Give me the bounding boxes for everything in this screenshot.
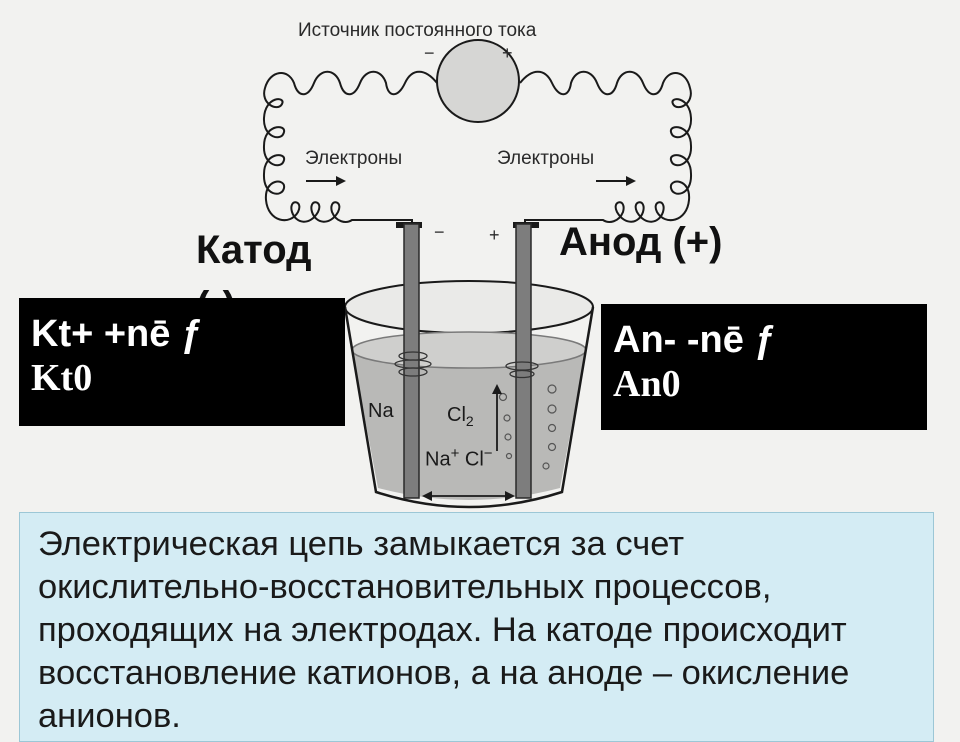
dc-source-icon bbox=[436, 39, 520, 123]
info-text: Электрическая цепь замыкается за счет ок… bbox=[38, 525, 850, 735]
cathode-equation-box: Kt+ +nē ƒ Kt0 bbox=[19, 298, 345, 426]
cl2-rise-arrow bbox=[492, 384, 502, 451]
electrode-minus-sign: − bbox=[434, 222, 445, 242]
electrons-left-label: Электроны bbox=[305, 148, 403, 169]
dc-source-label: Источник постоянного тока bbox=[298, 20, 537, 41]
ion-na-plus-symbol: Na bbox=[425, 448, 451, 471]
electrolysis-diagram bbox=[262, 39, 693, 509]
anode-label: Анод (+) bbox=[559, 220, 723, 264]
info-text-box: Электрическая цепь замыкается за счет ок… bbox=[19, 512, 934, 742]
ion-cl2-label: Cl2 bbox=[447, 405, 474, 428]
coil-wire-right bbox=[519, 70, 693, 225]
electron-arrow-left bbox=[306, 176, 346, 186]
source-plus-sign: + bbox=[502, 43, 513, 63]
cathode-equation-line2: Kt0 bbox=[31, 357, 93, 399]
anode-equation-box: An- -nē ƒ An0 bbox=[601, 304, 927, 430]
anode-equation-line2: An0 bbox=[613, 363, 681, 405]
electrons-right-label: Электроны bbox=[497, 148, 595, 169]
ion-cl2-symbol: Cl bbox=[447, 404, 466, 426]
ion-cl-minus-charge: − bbox=[483, 445, 493, 462]
ion-cl2-subscript: 2 bbox=[465, 413, 474, 429]
beaker-rim bbox=[344, 280, 594, 334]
swirl-anode-icon bbox=[505, 361, 539, 379]
ion-migration-arrows bbox=[422, 491, 515, 501]
beaker-icon bbox=[343, 306, 595, 509]
cathode-equation-line1: Kt+ +nē ƒ bbox=[31, 313, 203, 355]
ion-na-label: Na bbox=[368, 400, 394, 422]
cathode-electrode bbox=[403, 223, 420, 499]
anode-electrode bbox=[515, 223, 532, 499]
liquid-surface bbox=[351, 331, 587, 369]
ion-na-plus-charge: + bbox=[450, 445, 460, 462]
electrode-plus-sign: + bbox=[489, 225, 500, 245]
source-minus-sign: − bbox=[424, 43, 435, 63]
swirl-cathode-icon bbox=[394, 351, 432, 377]
electron-arrow-right bbox=[596, 176, 636, 186]
coil-wire-left bbox=[262, 70, 438, 225]
ion-nacl-label: Na+ Cl− bbox=[425, 446, 493, 470]
gas-bubbles-icon bbox=[498, 384, 557, 470]
ion-cl-minus-symbol: Cl bbox=[464, 448, 484, 471]
anode-equation-line1: An- -nē ƒ bbox=[613, 319, 776, 361]
